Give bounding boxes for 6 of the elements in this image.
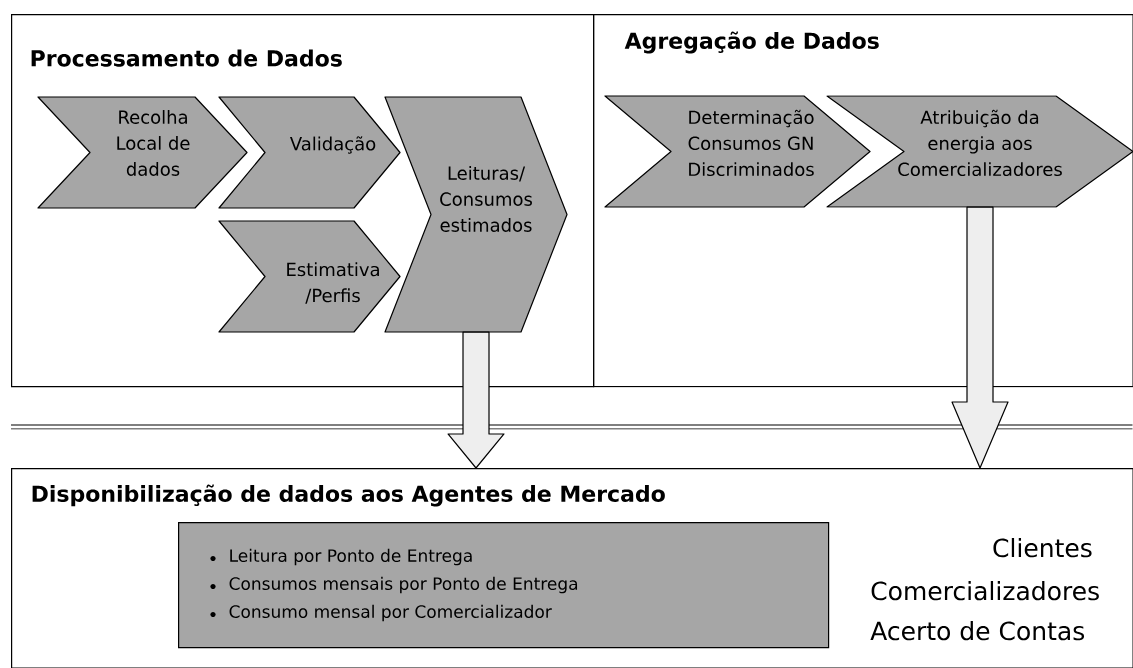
text-label: Acerto de Contas [870,621,1085,641]
block-arrow [951,206,1009,469]
text-label: Comercializadores [871,581,1099,601]
block-arrow [447,331,505,469]
list-box: Leitura por Ponto de Entrega Consumos mensais por Ponto de Entrega Consumo mensal por Comercializador [178,522,830,649]
text-label: Clientes [993,538,1092,558]
